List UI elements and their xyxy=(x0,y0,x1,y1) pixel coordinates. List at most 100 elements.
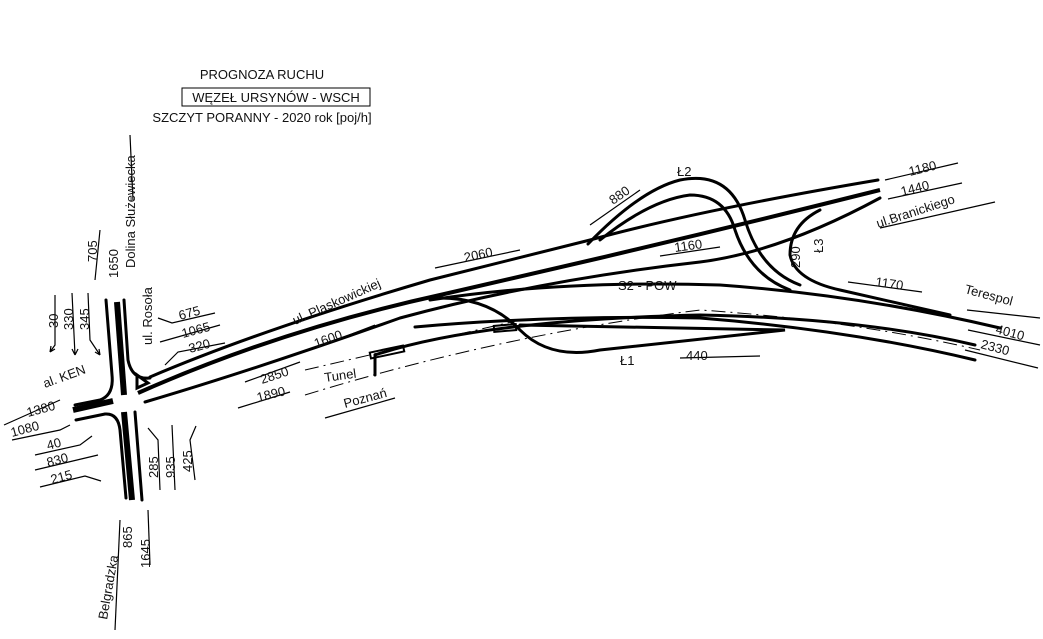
street-labels: Dolina Służewiecka ul. Rosoła al. KEN Be… xyxy=(41,155,1015,621)
arrow-675 xyxy=(157,312,216,324)
road-se-edge xyxy=(133,410,144,502)
volume: 1650 xyxy=(106,249,121,278)
label-rosola: ul. Rosoła xyxy=(140,286,155,345)
arrow-40 xyxy=(34,435,93,456)
label-dolina-sluzewiecka: Dolina Służewiecka xyxy=(123,155,138,268)
median-south xyxy=(121,411,135,501)
arrow-1890 xyxy=(237,391,291,409)
arrow-425 xyxy=(189,425,197,481)
volume: 2330 xyxy=(979,336,1011,358)
arrow-830 xyxy=(34,454,99,471)
arrow-1440 xyxy=(887,182,963,200)
volume: 1080 xyxy=(9,418,41,440)
volume: 880 xyxy=(606,183,632,208)
label-s2-pow: S2 - POW xyxy=(618,278,677,293)
tunnel-portal-east xyxy=(492,322,518,334)
arrow-branickiego xyxy=(879,201,996,229)
arrow-705 xyxy=(94,229,101,281)
s2-south-edge xyxy=(413,315,977,362)
label-ken: al. KEN xyxy=(41,362,88,391)
arrow-330 xyxy=(71,292,79,356)
volume: 440 xyxy=(686,348,708,363)
arrow-1160 xyxy=(659,246,721,257)
volume: 285 xyxy=(146,456,161,478)
title-line3: SZCZYT PORANNY - 2020 rok [poj/h] xyxy=(152,110,371,125)
arrow-dolina xyxy=(129,134,134,201)
arrow-terespol xyxy=(966,309,1041,319)
median-north xyxy=(114,301,127,396)
volume: 290 xyxy=(788,246,803,268)
ramp-l2-inner xyxy=(598,193,792,292)
label-terespol: Terespol xyxy=(963,281,1014,308)
plaskowickiej-north-edge xyxy=(148,178,880,379)
volume: 345 xyxy=(77,308,92,330)
flow-arrows xyxy=(3,134,1041,631)
label-l2: Ł2 xyxy=(677,164,691,179)
volume: 935 xyxy=(163,456,178,478)
arrow-935 xyxy=(171,424,176,491)
tunnel-axis xyxy=(304,309,981,396)
arrow-poznan xyxy=(324,397,396,419)
volume: 4010 xyxy=(994,321,1026,343)
traffic-volumes: 705 1650 30 330 345 675 1065 320 1380 10… xyxy=(9,158,1026,568)
arrow-320 xyxy=(164,342,226,366)
volume: 425 xyxy=(180,450,195,472)
arrow-1180 xyxy=(884,162,959,181)
volume: 830 xyxy=(45,450,70,470)
volume: 1440 xyxy=(899,177,931,199)
arrow-belgradzka xyxy=(114,519,121,631)
s2-north-edge xyxy=(428,282,1002,330)
volume: 1065 xyxy=(180,319,212,341)
tunnel-axis-2 xyxy=(304,319,521,371)
volume: 1890 xyxy=(255,383,287,405)
arrow-1080 xyxy=(11,424,71,441)
volume: 40 xyxy=(45,435,63,453)
arrow-1065 xyxy=(159,324,221,343)
title-box xyxy=(181,87,371,107)
arrow-1380 xyxy=(3,399,61,426)
arrow-2330 xyxy=(964,349,1039,369)
volume: 705 xyxy=(85,240,100,262)
volume: 1180 xyxy=(907,158,938,179)
volume: 330 xyxy=(61,308,76,330)
arrow-285 xyxy=(147,427,161,491)
title-line2: WĘZEŁ URSYNÓW - WSCH xyxy=(192,90,360,105)
label-branickiego: ul.Branickiego xyxy=(874,191,956,230)
arrow-2850 xyxy=(244,361,301,383)
arrow-2060 xyxy=(434,249,521,269)
volume: 320 xyxy=(187,336,212,356)
volume: 1170 xyxy=(875,274,905,293)
volume: 215 xyxy=(49,467,74,487)
volume: 2850 xyxy=(258,364,290,387)
volume: 1645 xyxy=(138,539,153,568)
road-sw-edge xyxy=(74,412,128,500)
arrow-1645 xyxy=(147,509,151,566)
plaskowickiej-median xyxy=(137,188,881,395)
volume: 1160 xyxy=(673,236,703,255)
arrow-1170 xyxy=(847,281,923,293)
title-line1: PROGNOZA RUCHU xyxy=(200,67,324,82)
arrow-1600 xyxy=(309,324,376,351)
road-nw-edge xyxy=(73,298,114,407)
arrow-440 xyxy=(679,355,761,359)
volume: 30 xyxy=(46,314,61,328)
plaskowickiej-south-edge xyxy=(143,196,882,404)
road-network xyxy=(72,176,1002,502)
label-tunel: Tunel xyxy=(323,366,357,385)
ramp-l2-outer xyxy=(586,176,802,287)
tunnel-portal-west xyxy=(368,344,406,360)
arrow-30 xyxy=(49,295,56,353)
volume: 675 xyxy=(177,303,202,323)
branickiego-link xyxy=(788,208,952,317)
arrow-215 xyxy=(39,475,102,488)
volume: 865 xyxy=(120,526,135,548)
median-west xyxy=(72,398,114,413)
label-l3: Ł3 xyxy=(811,239,826,253)
ramp-l1 xyxy=(438,296,786,354)
volume: 1380 xyxy=(25,398,57,420)
arrow-880 xyxy=(589,189,641,226)
label-l1: Ł1 xyxy=(620,353,634,368)
title-block: PROGNOZA RUCHU WĘZEŁ URSYNÓW - WSCH SZCZ… xyxy=(152,67,371,125)
arrow-345 xyxy=(87,292,101,356)
